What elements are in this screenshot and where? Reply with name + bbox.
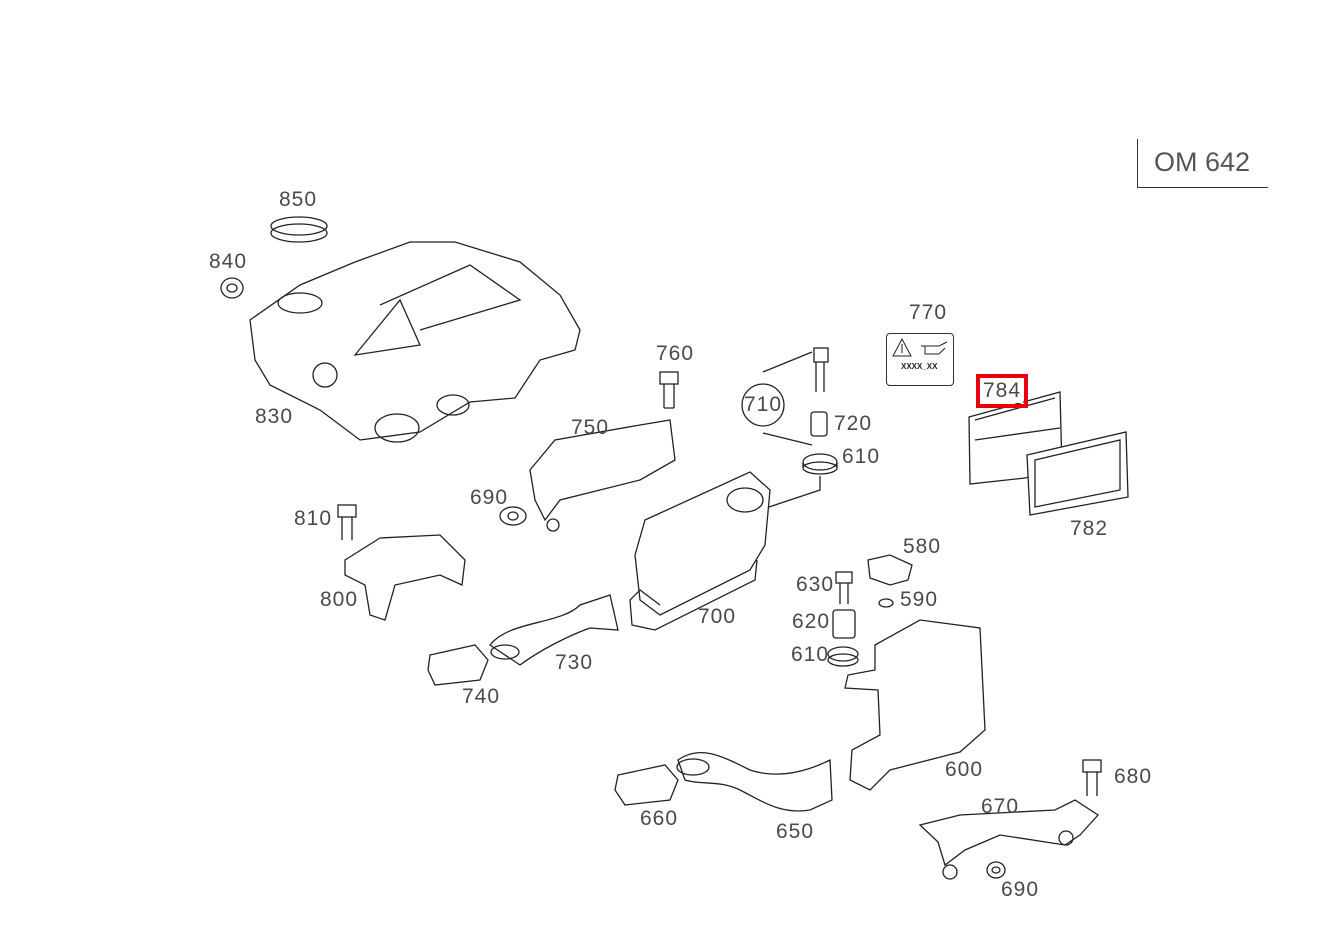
air-filter-housing-700[interactable] xyxy=(629,471,771,631)
part-label[interactable]: 730 xyxy=(554,651,594,674)
air-duct-750[interactable] xyxy=(529,419,676,532)
grommet-840[interactable] xyxy=(220,277,244,299)
part-label[interactable]: 750 xyxy=(570,416,610,439)
pin-part[interactable] xyxy=(813,347,829,392)
warning-sticker-770[interactable]: XXXX_XX xyxy=(886,333,954,386)
intake-hose-730[interactable] xyxy=(489,594,619,666)
air-filter-housing-600[interactable] xyxy=(844,619,986,791)
part-label[interactable]: 580 xyxy=(902,535,942,558)
callout-710 xyxy=(741,351,813,446)
part-label[interactable]: 840 xyxy=(208,250,248,273)
part-label[interactable]: 740 xyxy=(461,685,501,708)
bracket-670[interactable] xyxy=(918,799,1099,880)
engine-code-box: OM 642 xyxy=(1137,139,1268,188)
sticker-text: XXXX_XX xyxy=(901,362,938,371)
grommet-690-lower[interactable] xyxy=(986,861,1006,879)
filter-element-782[interactable] xyxy=(1026,431,1129,516)
resonator-740[interactable] xyxy=(427,644,489,686)
grommet-850[interactable] xyxy=(270,216,328,243)
part-label[interactable]: 800 xyxy=(319,588,359,611)
bolt-810[interactable] xyxy=(337,504,357,540)
part-label[interactable]: 710 xyxy=(743,393,783,416)
bolt-760[interactable] xyxy=(659,371,679,409)
warning-triangle-icon xyxy=(892,337,948,357)
part-label[interactable]: 650 xyxy=(775,820,815,843)
part-label[interactable]: 670 xyxy=(980,795,1020,818)
part-label[interactable]: 630 xyxy=(795,573,835,596)
mount-610-lower[interactable] xyxy=(827,646,859,667)
part-label[interactable]: 690 xyxy=(1000,878,1040,901)
part-label[interactable]: 660 xyxy=(639,807,679,830)
part-label[interactable]: 610 xyxy=(841,445,881,468)
part-label[interactable]: 690 xyxy=(469,486,509,509)
intake-hose-650[interactable] xyxy=(676,752,833,812)
grommet-690[interactable] xyxy=(499,506,527,526)
bolt-680[interactable] xyxy=(1082,759,1102,796)
bolt-630[interactable] xyxy=(835,571,853,604)
part-label[interactable]: 590 xyxy=(899,588,939,611)
part-label-highlighted[interactable]: 784 xyxy=(975,374,1029,408)
part-label[interactable]: 680 xyxy=(1113,765,1153,788)
part-label[interactable]: 850 xyxy=(278,188,318,211)
part-label[interactable]: 760 xyxy=(655,342,695,365)
engine-cover-part[interactable] xyxy=(249,241,581,443)
part-label[interactable]: 610 xyxy=(790,643,830,666)
heat-shield-800[interactable] xyxy=(344,534,466,621)
part-label[interactable]: 600 xyxy=(944,758,984,781)
sensor-580[interactable] xyxy=(867,554,913,586)
part-label[interactable]: 700 xyxy=(697,605,737,628)
part-label[interactable]: 782 xyxy=(1069,517,1109,540)
part-label[interactable]: 830 xyxy=(254,405,294,428)
o-ring-590[interactable] xyxy=(878,598,894,608)
engine-code: OM 642 xyxy=(1154,147,1251,177)
part-label[interactable]: 620 xyxy=(791,610,831,633)
part-label[interactable]: 810 xyxy=(293,507,333,530)
bushing-720[interactable] xyxy=(810,411,828,437)
resonator-660[interactable] xyxy=(614,764,679,806)
part-label[interactable]: 770 xyxy=(908,301,948,324)
part-label[interactable]: 720 xyxy=(833,412,873,435)
bushing-620[interactable] xyxy=(832,609,856,639)
mount-610[interactable] xyxy=(759,453,838,511)
